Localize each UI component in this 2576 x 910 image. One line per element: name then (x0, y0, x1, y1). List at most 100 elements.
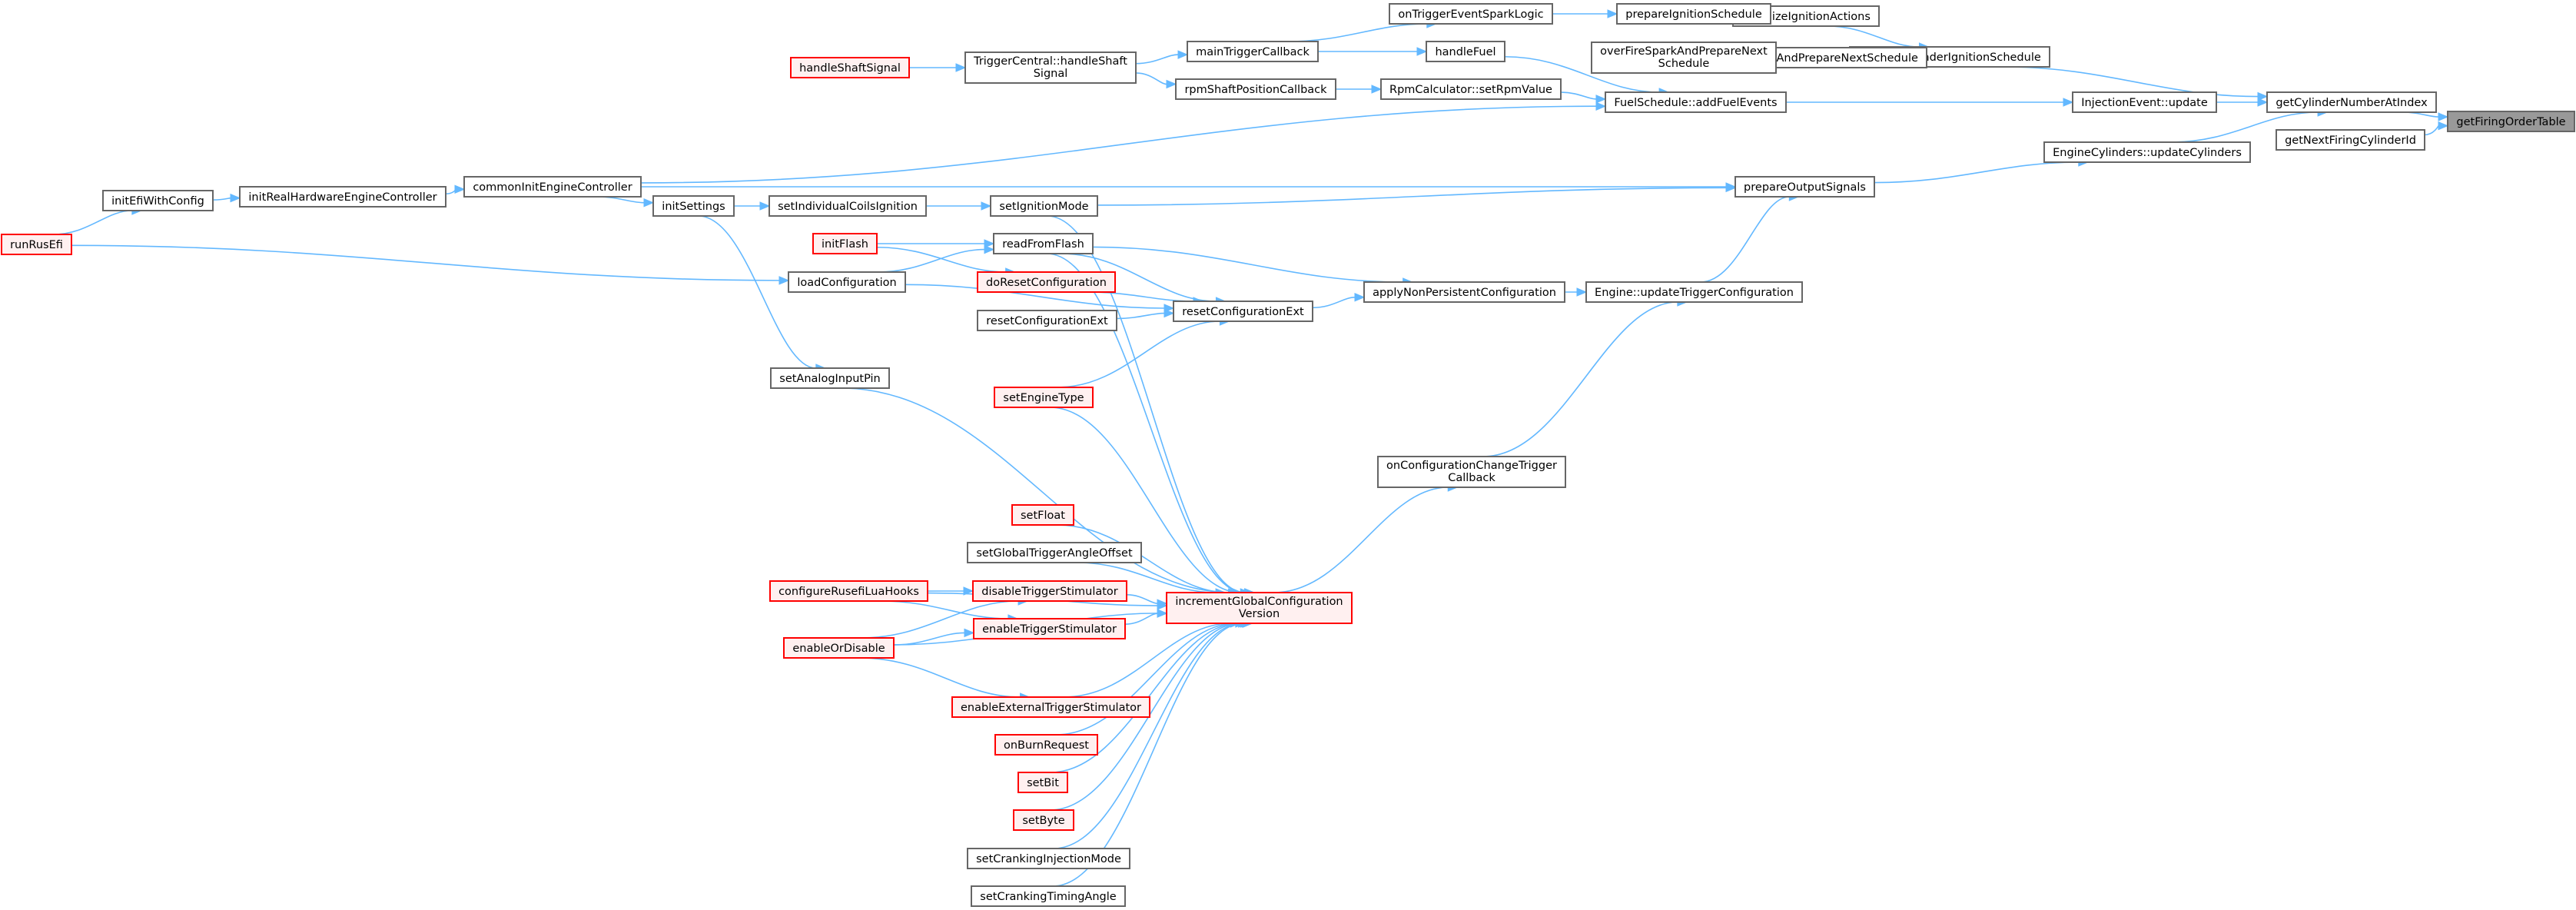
graph-node-runrusefi[interactable]: runRusEfi (1, 234, 72, 255)
node-label: Callback (1448, 472, 1495, 484)
arrowhead-icon (1595, 101, 1607, 111)
node-box (964, 51, 1137, 84)
call-edge (734, 201, 771, 211)
call-edge (641, 182, 1737, 191)
graph-node-enginecylinders-updatecylinders[interactable]: EngineCylinders::updateCylinders (2043, 141, 2251, 163)
graph-node-ontriggereventsparklogic[interactable]: onTriggerEventSparkLogic (1389, 3, 1553, 25)
graph-node-resetconfigurationext-a[interactable]: resetConfigurationExt (977, 310, 1117, 331)
graph-node-handlefuel[interactable]: handleFuel (1426, 41, 1505, 62)
node-box (788, 271, 906, 293)
graph-node-setfloat[interactable]: setFloat (1011, 504, 1074, 526)
graph-node-fuelschedule-addfuelevents[interactable]: FuelSchedule::addFuelEvents (1605, 91, 1787, 113)
arrowhead-icon (1595, 95, 1607, 104)
call-edge (1126, 594, 1168, 608)
node-label: handleFuel (1435, 46, 1495, 58)
graph-node-setindividualcoilsignition[interactable]: setIndividualCoilsIgnition (768, 195, 927, 217)
node-label: setCrankingInjectionMode (976, 853, 1121, 865)
node-label: enableTriggerStimulator (982, 623, 1117, 636)
graph-node-enableexternaltriggerstimulator[interactable]: enableExternalTriggerStimulator (951, 696, 1150, 718)
edge-line (596, 196, 645, 204)
node-label: enableExternalTriggerStimulator (961, 702, 1141, 714)
graph-node-getfiringordertable[interactable]: getFiringOrderTable (2447, 111, 2575, 132)
edge-line (71, 244, 780, 281)
graph-node-doresetconfiguration[interactable]: doResetConfiguration (977, 271, 1116, 293)
node-box (967, 542, 1142, 563)
node-box (1, 234, 72, 255)
graph-node-injectionevent-update[interactable]: InjectionEvent::update (2072, 91, 2217, 113)
node-label: onTriggerEventSparkLogic (1398, 8, 1543, 21)
graph-node-readfromflash[interactable]: readFromFlash (993, 233, 1094, 254)
node-box (1591, 42, 1777, 74)
node-box (2072, 91, 2217, 113)
edge-line (2424, 125, 2439, 136)
edge-line (1055, 623, 1236, 736)
graph-node-maintriggercallback[interactable]: mainTriggerCallback (1187, 41, 1319, 62)
node-label: rpmShaftPositionCallback (1184, 84, 1327, 96)
edge-line (1097, 187, 1727, 206)
graph-node-setbyte[interactable]: setByte (1013, 809, 1074, 831)
edge-line (1092, 246, 1403, 283)
node-box (993, 233, 1094, 254)
arrowhead-icon (2438, 112, 2449, 121)
graph-node-setignitionmode[interactable]: setIgnitionMode (990, 195, 1098, 217)
graph-node-initflash[interactable]: initFlash (812, 233, 878, 254)
graph-node-prepareoutputsignals[interactable]: prepareOutputSignals (1734, 176, 1875, 198)
graph-node-initsettings[interactable]: initSettings (652, 195, 735, 217)
call-edge (1097, 183, 1737, 206)
graph-node-setglobaltriggerangleoffset[interactable]: setGlobalTriggerAngleOffset (967, 542, 1142, 563)
edge-line (1126, 594, 1158, 604)
node-label: RpmCalculator::setRpmValue (1389, 84, 1552, 96)
graph-node-disabletriggerstimulator[interactable]: disableTriggerStimulator (972, 580, 1127, 602)
edge-line (212, 197, 231, 201)
graph-node-setenginetype[interactable]: setEngineType (994, 387, 1094, 408)
graph-node-getnextfiringcylinderid[interactable]: getNextFiringCylinderId (2276, 129, 2425, 151)
graph-node-prepareignitionschedule[interactable]: prepareIgnitionSchedule (1616, 3, 1771, 25)
graph-node-enableordisable[interactable]: enableOrDisable (783, 637, 895, 659)
arrowhead-icon (1157, 609, 1168, 618)
graph-node-handleshaftsignal[interactable]: handleShaftSignal (790, 57, 910, 78)
node-box (102, 190, 214, 211)
graph-node-enabletriggerstimulator[interactable]: enableTriggerStimulator (973, 618, 1126, 639)
arrowhead-icon (1416, 47, 1428, 56)
graph-node-onburnrequest[interactable]: onBurnRequest (994, 734, 1098, 756)
node-label: setIndividualCoilsIgnition (778, 201, 918, 213)
call-edge (1786, 98, 2074, 107)
call-edge (1700, 192, 1800, 283)
graph-node-engine-updatetriggerconfiguration[interactable]: Engine::updateTriggerConfiguration (1585, 281, 1803, 303)
call-edge (908, 63, 967, 72)
node-label: loadConfiguration (797, 277, 896, 289)
node-box (783, 637, 895, 659)
graph-node-initrealhardwareenginecontroller[interactable]: initRealHardwareEngineController (239, 186, 446, 208)
graph-node-configurerusefiluahooks[interactable]: configureRusefiLuaHooks (769, 580, 928, 602)
graph-node-setcrankingtimingangle[interactable]: setCrankingTimingAngle (971, 885, 1126, 907)
graph-node-setcrankinginjectionmode[interactable]: setCrankingInjectionMode (967, 848, 1130, 869)
graph-node-resetconfigurationext-b[interactable]: resetConfigurationExt (1173, 301, 1313, 322)
graph-node-setanaloginputpin[interactable]: setAnalogInputPin (770, 367, 890, 389)
graph-node-rpmcalculator-setrpmvalue[interactable]: RpmCalculator::setRpmValue (1380, 78, 1562, 100)
node-box (1377, 456, 1566, 488)
call-edge (1312, 293, 1366, 309)
node-box (1017, 772, 1068, 793)
arrowhead-icon (1725, 183, 1737, 193)
graph-node-initefiwithconfig[interactable]: initEfiWithConfig (102, 190, 214, 211)
graph-node-setbit[interactable]: setBit (1017, 772, 1068, 793)
graph-node-rpmshaftpositioncallback[interactable]: rpmShaftPositionCallback (1175, 78, 1336, 100)
graph-node-triggercentral-handleshaftsignal[interactable]: TriggerCentral::handleShaftSignal (964, 51, 1137, 84)
call-edge (877, 244, 995, 273)
node-label: getCylinderNumberAtIndex (2276, 97, 2428, 109)
node-box (652, 195, 735, 217)
node-label: EngineCylinders::updateCylinders (2053, 147, 2242, 159)
graph-node-applynonpersistentconfiguration[interactable]: applyNonPersistentConfiguration (1363, 281, 1565, 303)
graph-node-commoninitenginecontroller[interactable]: commonInitEngineController (463, 176, 642, 198)
arrowhead-icon (963, 586, 974, 596)
node-box (812, 233, 878, 254)
graph-node-getcylindernumberatindex[interactable]: getCylinderNumberAtIndex (2266, 91, 2437, 113)
node-box (1173, 301, 1313, 322)
edge-line (1135, 72, 1167, 85)
node-label: setCrankingTimingAngle (980, 891, 1116, 903)
node-box (977, 271, 1116, 293)
graph-node-loadconfiguration[interactable]: loadConfiguration (788, 271, 906, 293)
